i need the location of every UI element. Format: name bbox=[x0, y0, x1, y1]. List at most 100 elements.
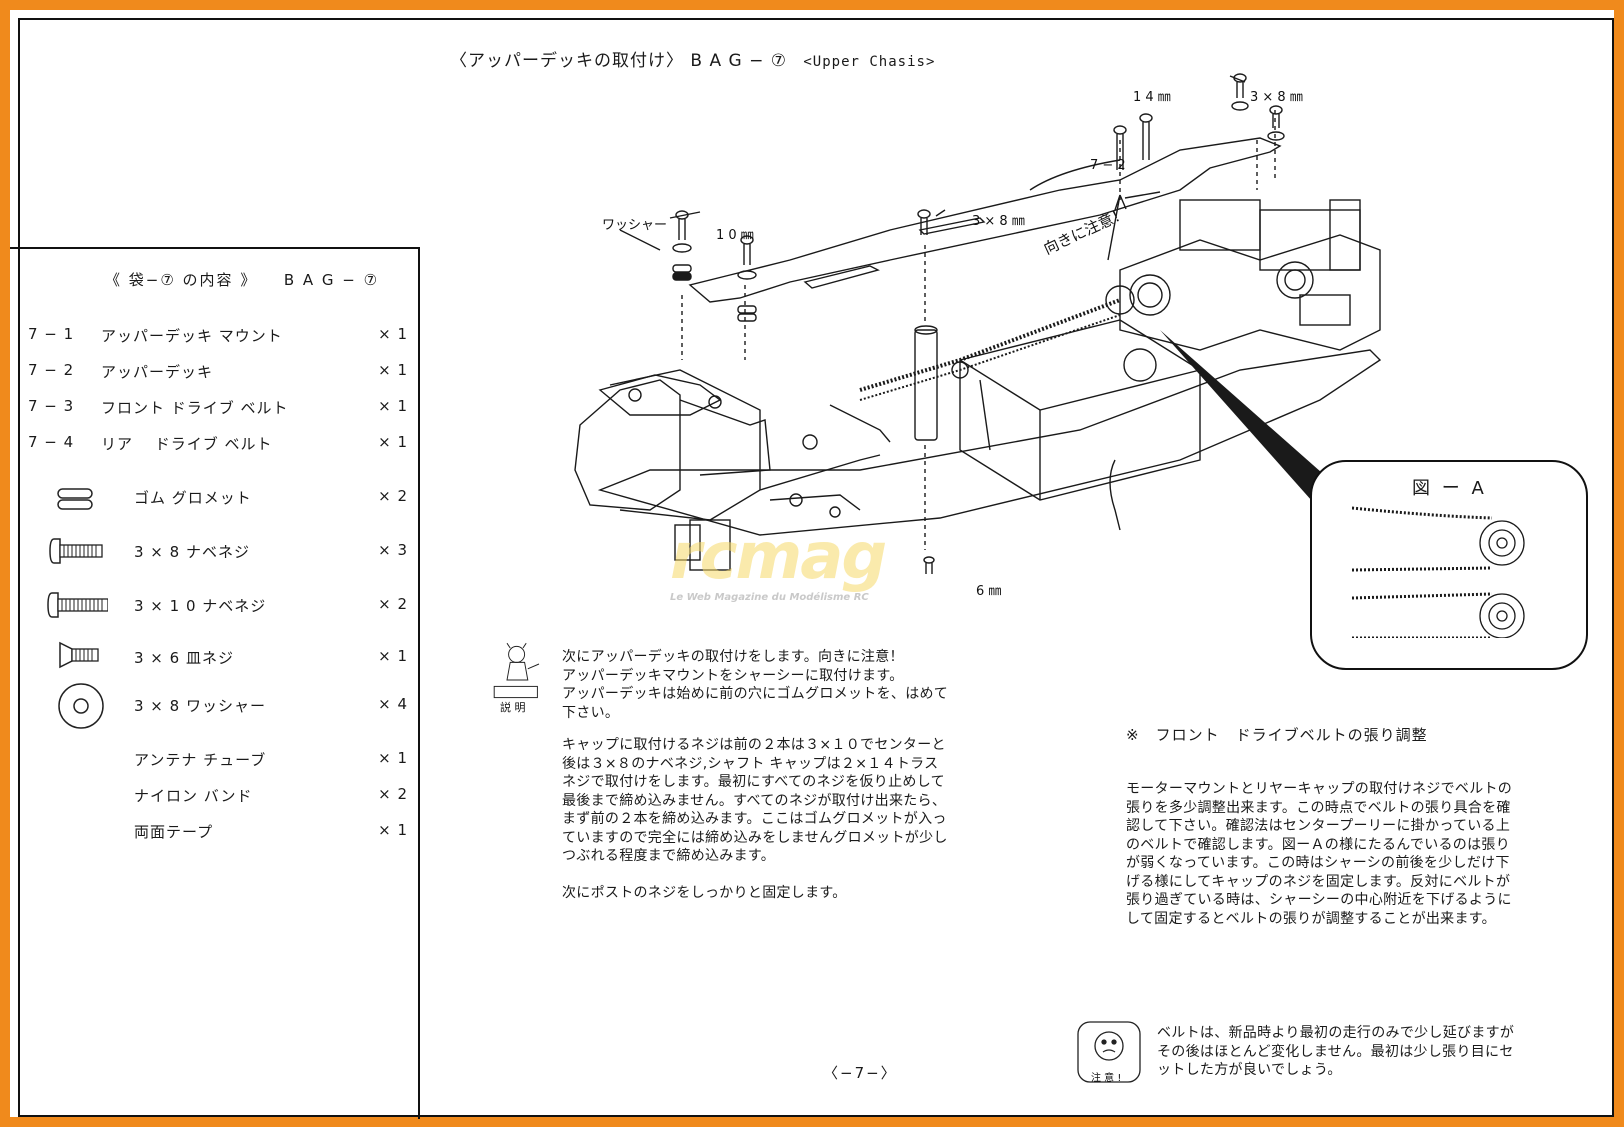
part-qty: × 1 bbox=[378, 433, 408, 451]
part-row-flat-screw: 3 × 6 皿ネジ × 1 bbox=[28, 637, 408, 677]
text-line: キャップに取付けるネジは前の２本は３×１０でセンターと bbox=[562, 737, 946, 753]
part-name: アンテナ チューブ bbox=[134, 751, 267, 769]
three-by-eight-mid-label: 3 × 8 ㎜ bbox=[972, 214, 1025, 229]
screw-3x8-icon bbox=[49, 538, 103, 564]
text-line: のベルトで確認します。図ーＡの様にたるんでいるのは張り bbox=[1126, 836, 1510, 853]
part-qty: × 1 bbox=[378, 325, 408, 343]
text-line: ベルトは、新品時より最初の走行のみで少し延びますが bbox=[1157, 1025, 1515, 1041]
bag-item-row: 7 − 3 フロント ドライブ ベルト × 1 bbox=[28, 397, 408, 419]
part-name: ゴム グロメット bbox=[134, 489, 252, 507]
caution-label: 注 意 ! bbox=[1091, 1073, 1122, 1084]
part-row-washer: 3 × 8 ワッシャー × 4 bbox=[28, 683, 408, 729]
part-row-screw-3x10: 3 × 1 0 ナベネジ × 2 bbox=[28, 585, 408, 625]
text-line: 次にポストのネジをしっかりと固定します。 bbox=[562, 885, 847, 901]
caution-body: ベルトは、新品時より最初の走行のみで少し延びますが その後はほとんど変化しません… bbox=[1157, 1024, 1514, 1080]
part-name: リア ドライブ ベルト bbox=[101, 435, 273, 453]
page-number: 〈−7−〉 bbox=[823, 1064, 898, 1082]
part-row-double-tape: 両面テープ × 1 bbox=[28, 811, 408, 851]
part-name: 3 × 6 皿ネジ bbox=[134, 649, 234, 667]
part-row-nylon-band: ナイロン バンド × 2 bbox=[28, 775, 408, 815]
text-line: ネジで取付けをします。最初にすべてのネジを仮り止めして bbox=[562, 774, 945, 790]
text-line: 認して下さい。確認法はセンタープーリーに掛かっている上 bbox=[1126, 818, 1511, 834]
part-code: 7 − 2 bbox=[28, 361, 75, 379]
part-qty: × 2 bbox=[378, 595, 408, 613]
washer-icon bbox=[58, 683, 104, 729]
screw-3x8-top-b bbox=[1269, 105, 1283, 128]
text-line: げる様にしてキャップのネジを固定します。反対にベルトが bbox=[1126, 873, 1511, 890]
three-by-eight-top-label: 3 × 8 ㎜ bbox=[1250, 90, 1303, 105]
part-row-grommet: ゴム グロメット × 2 bbox=[28, 477, 408, 517]
grommet bbox=[672, 264, 692, 281]
figure-a: 図 ー A bbox=[1310, 460, 1588, 670]
text-line: モーターマウントとリヤーキャップの取付けネジでベルトの bbox=[1126, 781, 1513, 797]
figure-a-callout bbox=[1160, 330, 1330, 510]
bag-item-row: 7 − 4 リア ドライブ ベルト × 1 bbox=[28, 433, 408, 455]
screw-6mm bbox=[923, 556, 935, 574]
flat-screw-icon bbox=[59, 641, 99, 669]
part-name: アッパーデッキ bbox=[101, 363, 214, 381]
text-line: つぶれる程度まで締め込みます。 bbox=[562, 848, 776, 864]
screw-3x8-mid bbox=[917, 209, 931, 235]
text-line: アッパーデッキマウントをシャーシーに取付けます。 bbox=[562, 667, 904, 684]
text-line: その後はほとんど変化しません。最初は少し張り目にセ bbox=[1157, 1043, 1514, 1060]
fourteen-mm-label: 1 4 ㎜ bbox=[1133, 90, 1171, 105]
part-name: 両面テープ bbox=[134, 823, 214, 841]
part-code: 7 − 4 bbox=[28, 433, 75, 451]
six-mm-label: 6 ㎜ bbox=[976, 584, 1002, 599]
part-name: 3 × 8 ワッシャー bbox=[134, 697, 266, 715]
bag-contents-panel: 《 袋−⑦ の内容 》 B A G − ⑦ 7 − 1 アッパーデッキ マウント… bbox=[10, 247, 420, 1119]
part-name: フロント ドライブ ベルト bbox=[101, 399, 289, 417]
assembly-diagram bbox=[574, 73, 1382, 574]
instructions-para-1: 次にアッパーデッキの取付けをします。向きに注意！ アッパーデッキマウントをシャー… bbox=[562, 648, 948, 722]
part-name: 3 × 8 ナベネジ bbox=[134, 543, 250, 561]
part-name: アッパーデッキ マウント bbox=[101, 327, 283, 345]
screw-10mm-b bbox=[740, 235, 754, 265]
page-title: 〈アッパーデッキの取付け〉 B A G − ⑦ <Upper Chasis> bbox=[450, 46, 935, 71]
watermark: rcmag Le Web Magazine du Modélisme RC bbox=[670, 520, 970, 603]
text-line: ていますので完全には締め込みをしませんグロメットが少し bbox=[562, 829, 948, 846]
part-qty: × 2 bbox=[378, 487, 408, 505]
explanation-label: 説 明 bbox=[500, 701, 526, 714]
part-qty: × 1 bbox=[378, 397, 408, 415]
watermark-brand: rcmag bbox=[670, 520, 887, 594]
text-line: ットした方が良いでしょう。 bbox=[1157, 1062, 1342, 1078]
grommet bbox=[737, 305, 757, 322]
text-line: まず前の２本を締め込みます。ここはゴムグロメットが入っ bbox=[562, 811, 947, 827]
bag-item-row: 7 − 2 アッパーデッキ × 1 bbox=[28, 361, 408, 383]
page-title-en: <Upper Chasis> bbox=[803, 54, 936, 70]
text-line: 張りを多少調整出来ます。この時点でベルトの張り具合を確 bbox=[1126, 799, 1511, 816]
part-qty: × 1 bbox=[378, 647, 408, 665]
belt-adjust-heading: ※ フロント ドライブベルトの張り調整 bbox=[1126, 726, 1428, 744]
text-line: が弱くなっています。この時はシャーシの前後を少しだけ下 bbox=[1126, 855, 1510, 871]
washer-label: ワッシャー bbox=[602, 218, 668, 233]
text-line: アッパーデッキは始めに前の穴にゴムグロメットを、はめて bbox=[562, 686, 949, 702]
part-qty: × 2 bbox=[378, 785, 408, 803]
text-line: 次にアッパーデッキの取付けをします。向きに注意！ bbox=[562, 649, 904, 665]
ten-mm-label: 1 0 ㎜ bbox=[716, 228, 754, 243]
belt-adjust-body: モーターマウントとリヤーキャップの取付けネジでベルトの 張りを多少調整出来ます。… bbox=[1126, 780, 1512, 928]
screw-3x10-icon bbox=[47, 592, 108, 618]
bag-contents-header: 《 袋−⑦ の内容 》 B A G − ⑦ bbox=[105, 271, 380, 289]
part-row-screw-3x8: 3 × 8 ナベネジ × 3 bbox=[28, 531, 408, 571]
part-qty: × 1 bbox=[378, 361, 408, 379]
belt-tension-diagram bbox=[1352, 506, 1525, 638]
text-line: 下さい。 bbox=[562, 704, 620, 721]
screw-14mm-b bbox=[1139, 113, 1153, 160]
rear-bulkhead bbox=[1119, 234, 1381, 351]
part-qty: × 4 bbox=[378, 695, 408, 713]
part-name: 3 × 1 0 ナベネジ bbox=[134, 597, 267, 615]
text-line: 後は３×８のナベネジ,シャフト キャップは２×１４トラス bbox=[562, 755, 939, 772]
part-qty: × 1 bbox=[378, 821, 408, 839]
upper-deck-plate bbox=[688, 137, 1282, 303]
screw-14mm-a bbox=[1113, 125, 1127, 170]
part-code: 7 − 1 bbox=[28, 325, 75, 343]
figure-a-title: 図 ー A bbox=[1412, 478, 1487, 499]
grommet-icon bbox=[57, 488, 93, 510]
part-7-2-label: 7 − 2 bbox=[1090, 158, 1126, 173]
front-gearbox bbox=[574, 379, 681, 511]
page-title-jp: 〈アッパーデッキの取付け〉 B A G − ⑦ bbox=[450, 51, 787, 71]
explanation-mascot-icon bbox=[493, 642, 540, 699]
caution-icon bbox=[1077, 1021, 1141, 1083]
watermark-tagline: Le Web Magazine du Modélisme RC bbox=[670, 592, 869, 603]
part-name: ナイロン バンド bbox=[134, 787, 253, 805]
